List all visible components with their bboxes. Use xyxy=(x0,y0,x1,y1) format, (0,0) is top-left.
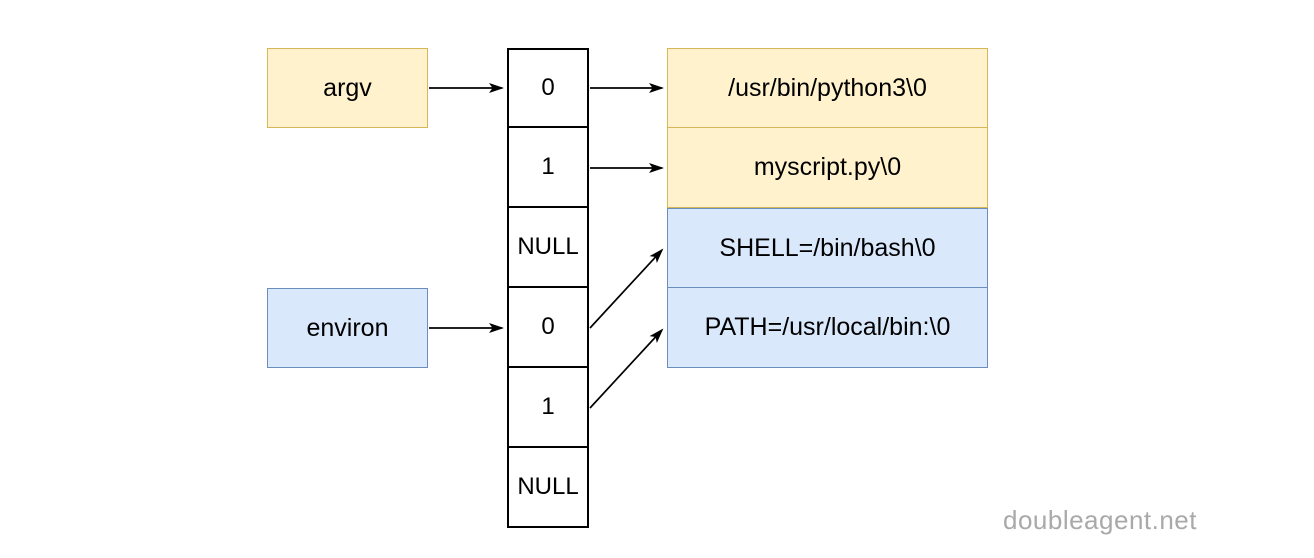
argv-label: argv xyxy=(323,73,372,102)
watermark: doubleagent.net xyxy=(1002,505,1197,535)
pointer-array-cell-5: NULL xyxy=(507,448,589,528)
string-box-1-text: myscript.py\0 xyxy=(753,153,902,181)
string-box-0: /usr/bin/python3\0 xyxy=(667,48,988,128)
string-box-3: PATH=/usr/local/bin:\0 xyxy=(667,288,988,368)
pointer-array-cell-2: NULL xyxy=(507,208,589,288)
pointer-array-cell-3: 0 xyxy=(507,288,589,368)
string-box-2: SHELL=/bin/bash\0 xyxy=(667,208,988,288)
string-box-2-text: SHELL=/bin/bash\0 xyxy=(719,233,936,262)
cell4-to-path-arrow xyxy=(589,328,664,409)
pointer-array-cell-0: 0 xyxy=(507,48,589,128)
pointer-array-cell-4: 1 xyxy=(507,368,589,448)
environ-label: environ xyxy=(306,313,389,342)
environ-pointer-box: environ xyxy=(267,288,428,368)
string-box-0-text: /usr/bin/python3\0 xyxy=(728,73,927,102)
argv-pointer-box: argv xyxy=(267,48,428,128)
pointer-array-cell-1: 1 xyxy=(507,128,589,208)
string-box-3-text: PATH=/usr/local/bin:\0 xyxy=(704,313,951,341)
string-box-1: myscript.py\0 xyxy=(667,128,988,208)
cell3-to-shell-arrow xyxy=(589,248,664,329)
